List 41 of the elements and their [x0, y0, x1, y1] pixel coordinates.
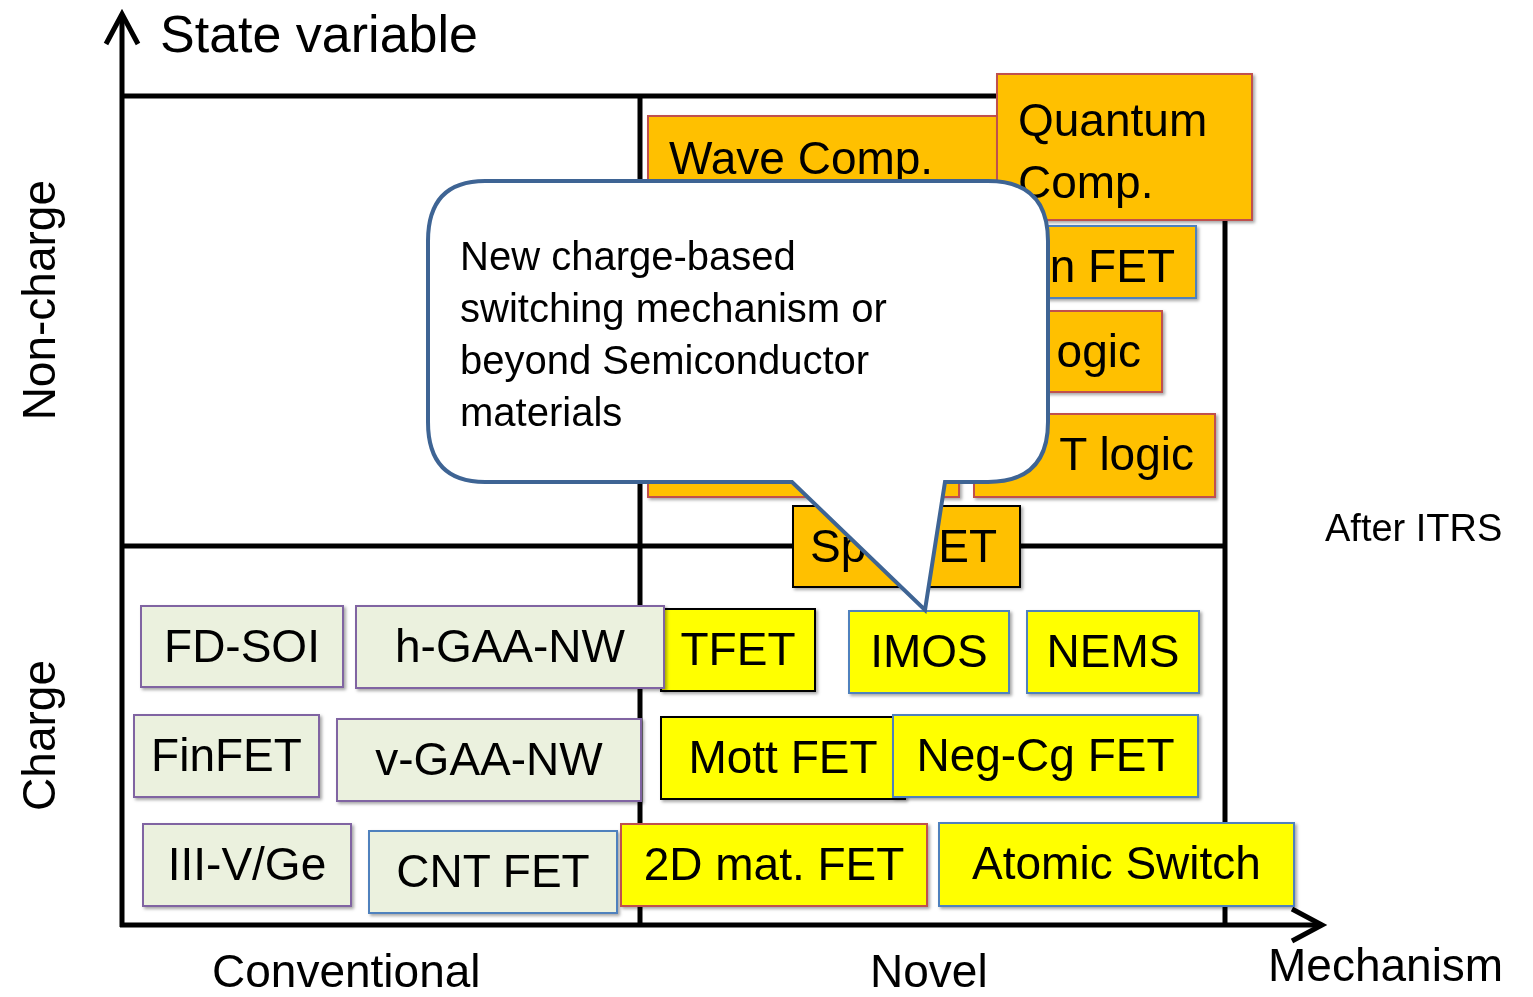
technology-name: FD-SOI	[163, 621, 321, 672]
technology-box	[660, 608, 816, 692]
technology-box	[620, 823, 928, 907]
technology-box	[140, 605, 344, 688]
category-label: Conventional	[212, 946, 481, 997]
technology-name: Atomic Switch	[971, 838, 1262, 889]
axis-title: Mechanism	[1268, 940, 1504, 991]
technology-name: Quantum Comp.	[1018, 93, 1209, 210]
technology-box	[368, 830, 618, 914]
technology-name: CNT FET	[395, 846, 591, 897]
technology-name: h-GAA-NW	[394, 621, 626, 672]
technology-box	[892, 714, 1199, 798]
technology-box	[848, 610, 1010, 694]
technology-name: TFET	[679, 624, 797, 675]
technology-name: v-GAA-NW	[374, 734, 604, 785]
technology-box	[336, 718, 642, 802]
technology-box	[142, 823, 352, 907]
source-note: After ITRS	[1325, 508, 1503, 550]
category-label: Charge	[14, 660, 65, 811]
technology-name: IMOS	[869, 626, 989, 677]
technology-box	[355, 605, 665, 689]
technology-box	[938, 822, 1295, 907]
technology-name: T logic	[1059, 429, 1194, 480]
technology-box	[660, 716, 906, 800]
technology-name: NEMS	[1045, 626, 1181, 677]
technology-box	[996, 73, 1253, 221]
technology-name: III-V/Ge	[166, 839, 328, 890]
tooltip-text: New charge-based switching mechanism or beyond Semiconductor materials	[460, 233, 888, 436]
technology-name: ogic	[1056, 326, 1141, 377]
technology-box	[133, 714, 320, 798]
category-label: Novel	[870, 946, 988, 997]
axis-title: Non-charge	[14, 180, 65, 421]
technology-name: Wave Comp.	[669, 133, 934, 184]
technology-name: FinFET	[150, 730, 303, 781]
technology-name: Neg-Cg FET	[915, 730, 1176, 781]
technology-name: ET	[938, 521, 997, 572]
technology-name: Mott FET	[687, 732, 879, 783]
axis-title: State variable	[160, 6, 478, 64]
technology-name: n FET	[1049, 241, 1175, 292]
technology-name: 2D mat. FET	[642, 839, 906, 890]
technology-box	[1026, 610, 1200, 694]
